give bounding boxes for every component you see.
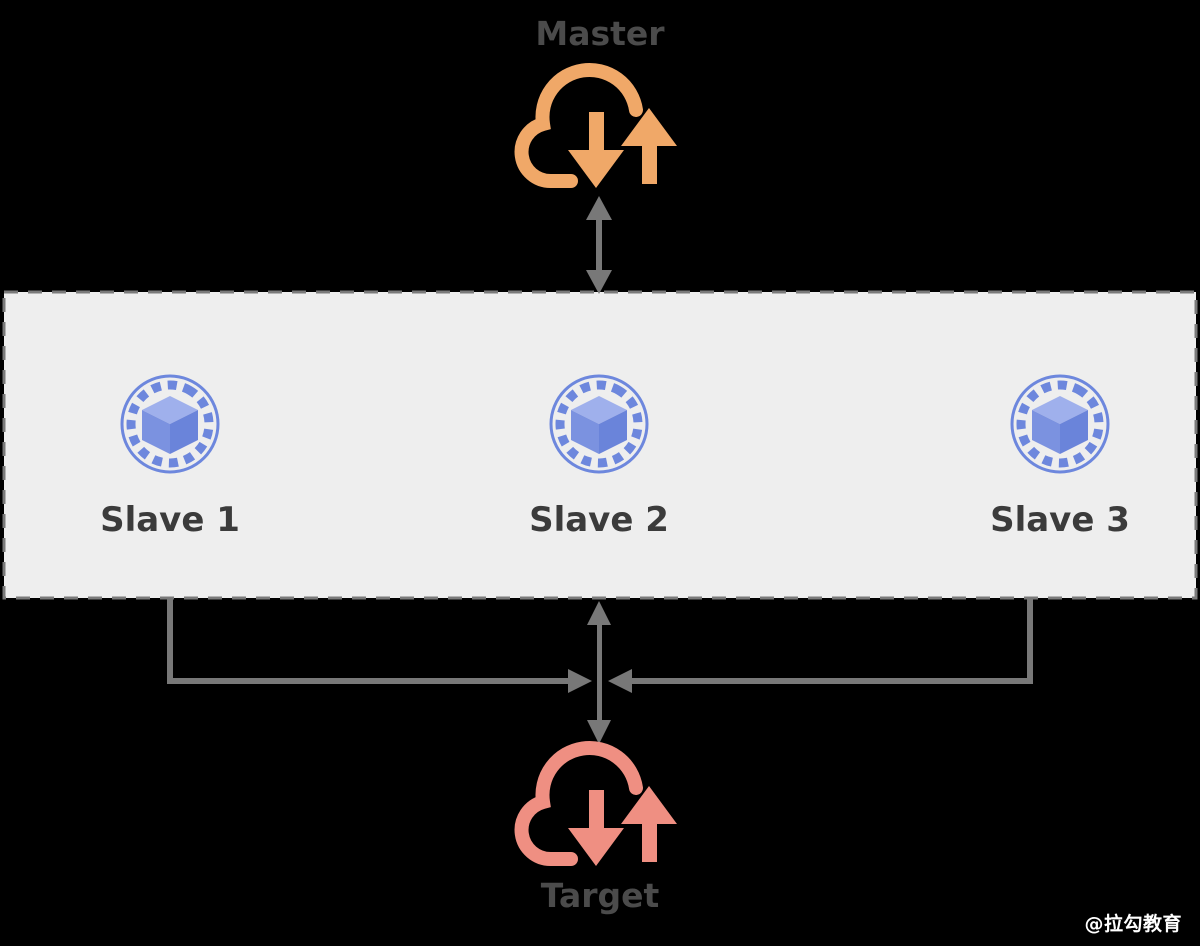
arrowhead-down — [586, 270, 612, 294]
slave-1-cube-ring-icon — [120, 374, 220, 474]
slave-1-label: Slave 1 — [100, 500, 240, 540]
connector-shaft — [596, 205, 602, 285]
outer-ring — [1010, 374, 1110, 474]
cube-right-face — [1060, 410, 1088, 454]
outer-ring — [120, 374, 220, 474]
up-arrow-head — [621, 786, 677, 824]
dashed-ring — [555, 380, 643, 468]
cube-right-face — [170, 410, 198, 454]
dashed-ring — [126, 380, 214, 468]
watermark: @拉勾教育 — [1084, 913, 1182, 935]
arrowhead-up — [586, 196, 612, 220]
cube-glyph — [1032, 396, 1088, 454]
cloud-outline — [514, 62, 643, 189]
slave-3-cube-ring-icon — [1010, 374, 1110, 474]
connector-slave-brackets — [167, 598, 1033, 693]
left-bracket-arrowhead — [568, 669, 592, 693]
left-bracket-horizontal — [167, 678, 572, 684]
arrowhead-up — [587, 601, 611, 625]
master-cloud-sync-icon — [514, 62, 643, 189]
left-bracket-vertical — [167, 598, 173, 684]
right-bracket-horizontal — [628, 678, 1033, 684]
cube-left-face — [1032, 410, 1060, 454]
cloud-outline — [514, 740, 643, 867]
connector-master-to-group — [586, 196, 612, 294]
outer-ring — [549, 374, 649, 474]
target-arrows — [568, 786, 677, 866]
slave-2-cube-ring-icon — [549, 374, 649, 474]
connector-group-to-target — [587, 601, 611, 744]
target-cloud-sync-icon — [514, 740, 643, 867]
connector-shaft — [597, 610, 602, 735]
master-arrows — [568, 108, 677, 188]
up-arrow-head — [621, 108, 677, 146]
dashed-ring — [1016, 380, 1104, 468]
master-label: Master — [535, 14, 665, 53]
cube-glyph — [571, 396, 627, 454]
target-label: Target — [540, 876, 660, 915]
arrowhead-down — [587, 720, 611, 744]
slave-2-label: Slave 2 — [529, 500, 669, 540]
cube-right-face — [599, 410, 627, 454]
right-bracket-vertical — [1027, 598, 1033, 684]
down-arrow-head — [568, 828, 624, 866]
down-arrow-head — [568, 150, 624, 188]
cube-left-face — [142, 410, 170, 454]
cube-left-face — [571, 410, 599, 454]
right-bracket-arrowhead — [608, 669, 632, 693]
slave-3-label: Slave 3 — [990, 500, 1130, 540]
cube-glyph — [142, 396, 198, 454]
